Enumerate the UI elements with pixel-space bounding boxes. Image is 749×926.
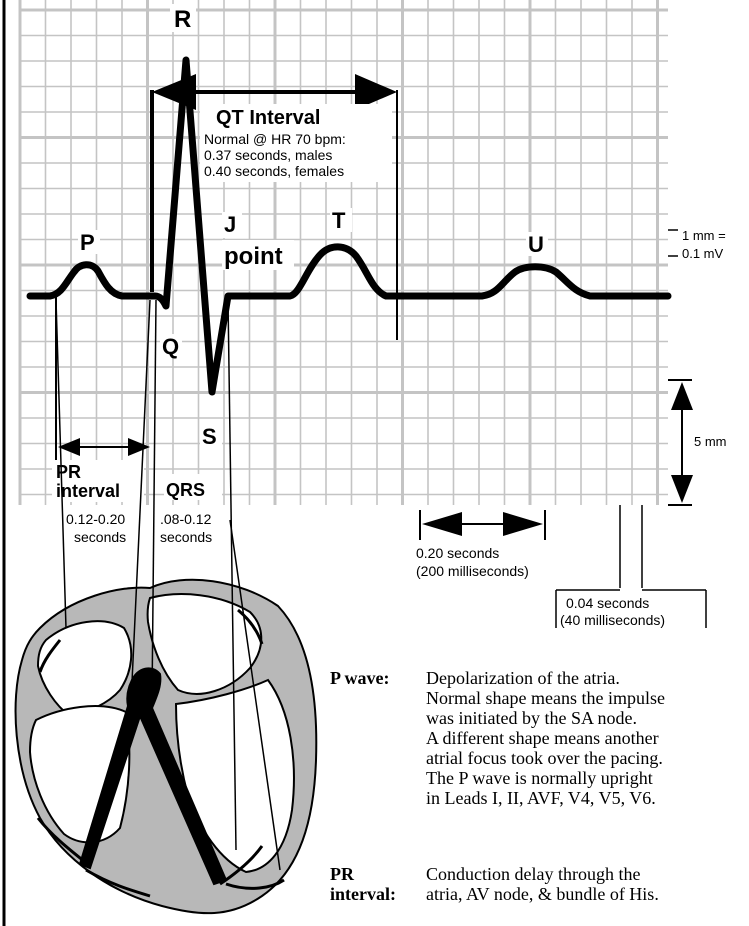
big-arrow-right <box>503 512 543 536</box>
qt-arrow-left <box>152 74 196 110</box>
legend-p-line: The P wave is normally upright <box>426 768 749 788</box>
big-arrow-left <box>422 512 462 536</box>
legend-desc-p-wave: Depolarization of the atria. Normal shap… <box>426 668 749 808</box>
five-mm-arrow-up <box>671 382 693 410</box>
small-box-line-1: 0.04 seconds <box>566 595 649 611</box>
pr-time-2: seconds <box>74 529 126 545</box>
mm-scale-marker <box>668 230 678 256</box>
label-u: U <box>528 232 544 257</box>
legend-p-line: Depolarization of the atria. <box>426 668 749 688</box>
label-t: T <box>332 208 346 233</box>
legend-item-p-wave: P wave: Depolarization of the atria. Nor… <box>330 668 749 814</box>
pr-label-2: interval <box>56 481 120 501</box>
qt-line-2: 0.37 seconds, males <box>204 147 332 163</box>
legend-p-line: atrial focus took over the pacing. <box>426 748 749 768</box>
legend-term-pr: PR <box>330 864 425 884</box>
ecg-grid <box>20 0 668 505</box>
legend-item-pr-interval: PR interval: Conduction delay through th… <box>330 864 749 910</box>
legend-pr-line: atria, AV node, & bundle of His. <box>426 884 749 904</box>
label-j-point: point <box>224 243 283 270</box>
legend-p-line: Normal shape means the impulse <box>426 688 749 708</box>
label-q: Q <box>162 334 179 359</box>
small-box-line-2: (40 milliseconds) <box>560 612 665 628</box>
qt-line-3: 0.40 seconds, females <box>204 163 344 179</box>
qrs-time-1: .08-0.12 <box>160 511 212 527</box>
label-p: P <box>80 230 95 255</box>
label-j: J <box>224 212 236 237</box>
qt-line-1: Normal @ HR 70 bpm: <box>204 131 346 147</box>
label-r: R <box>174 6 191 33</box>
big-box-line-1: 0.20 seconds <box>416 545 499 561</box>
legend-p-line: A different shape means another <box>426 728 749 748</box>
legend-pr-line: Conduction delay through the <box>426 864 749 884</box>
legend-term-pr-2: interval: <box>330 884 425 904</box>
five-mm-arrow-down <box>671 475 693 503</box>
qrs-time-2: seconds <box>160 529 212 545</box>
mm-scale-line-2: 0.1 mV <box>682 246 724 261</box>
legend-desc-pr: Conduction delay through the atria, AV n… <box>426 864 749 904</box>
five-mm-label: 5 mm <box>694 434 727 449</box>
legend: P wave: Depolarization of the atria. Nor… <box>330 668 749 918</box>
big-box-line-2: (200 milliseconds) <box>416 563 529 579</box>
qrs-label: QRS <box>166 480 205 500</box>
legend-p-line: was initiated by the SA node. <box>426 708 749 728</box>
qt-title: QT Interval <box>216 107 320 129</box>
heart-illustration <box>16 580 317 913</box>
pr-label-1: PR <box>56 462 81 482</box>
mm-scale-line-1: 1 mm = <box>682 228 726 243</box>
label-s: S <box>202 424 217 449</box>
pr-time-1: 0.12-0.20 <box>66 511 125 527</box>
legend-p-line: in Leads I, II, AVF, V4, V5, V6. <box>426 788 749 808</box>
legend-term-p-wave: P wave: <box>330 668 425 688</box>
